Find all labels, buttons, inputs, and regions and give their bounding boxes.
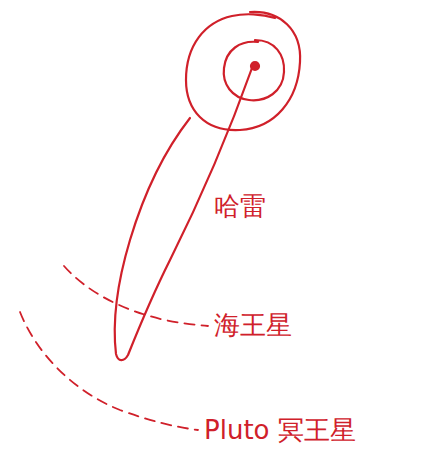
neptune-orbit <box>64 266 208 326</box>
comet-label: 哈雷 <box>214 192 266 221</box>
neptune-label: 海王星 <box>214 311 292 340</box>
inner-orbit <box>224 40 284 100</box>
pluto-label: Pluto 冥王星 <box>204 416 356 445</box>
outer-orbit <box>186 12 300 130</box>
pluto-orbit <box>20 312 198 430</box>
